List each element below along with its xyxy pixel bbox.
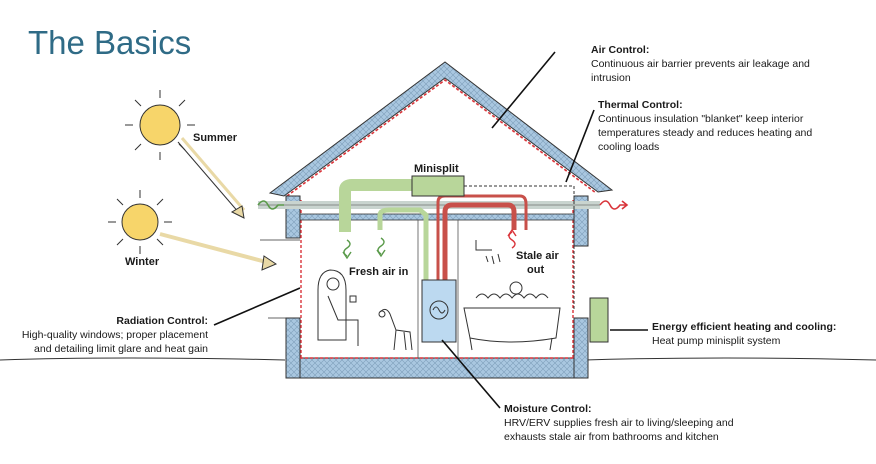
- duct-fresh: [339, 179, 414, 232]
- bathtub-illustration: [463, 240, 561, 351]
- minisplit-unit: [411, 175, 465, 197]
- stale-air-label-1: Stale air: [516, 250, 559, 262]
- radiation-control-heading: Radiation Control:: [116, 315, 208, 327]
- roof-insulation: [268, 61, 614, 197]
- moisture-control-pointer: [441, 339, 501, 409]
- page-title: The Basics: [28, 24, 192, 61]
- moisture-control-heading: Moisture Control:: [504, 403, 592, 415]
- winter-sun-icon: [108, 190, 172, 254]
- thermal-control-heading: Thermal Control:: [598, 99, 683, 111]
- moisture-control-body: HRV/ERV supplies fresh air to living/sle…: [504, 417, 734, 443]
- energy-callout: Energy efficient heating and cooling: He…: [652, 320, 872, 348]
- thermal-control-body: Continuous insulation "blanket" keep int…: [598, 113, 813, 153]
- air-control-body: Continuous air barrier prevents air leak…: [591, 58, 810, 84]
- left-wall-lower: [285, 317, 301, 379]
- person-chair-illustration: [317, 269, 359, 346]
- right-wall-lower: [573, 317, 589, 379]
- radiation-control-callout: Radiation Control: High-quality windows;…: [8, 314, 208, 356]
- heat-pump-unit: [589, 297, 609, 343]
- energy-heading: Energy efficient heating and cooling:: [652, 321, 837, 333]
- thermal-control-callout: Thermal Control: Continuous insulation "…: [598, 98, 838, 154]
- winter-label: Winter: [125, 256, 160, 268]
- summer-sun-icon: [125, 90, 195, 160]
- fresh-air-label: Fresh air in: [349, 266, 409, 278]
- summer-label: Summer: [193, 132, 238, 144]
- air-control-callout: Air Control: Continuous air barrier prev…: [591, 43, 836, 85]
- air-control-pointer: [491, 51, 556, 129]
- dog-illustration: [378, 308, 413, 351]
- floor-slab: [299, 357, 575, 379]
- roof-air-barrier: [286, 79, 597, 197]
- radiation-control-pointer: [213, 287, 301, 326]
- energy-body: Heat pump minisplit system: [652, 335, 781, 347]
- moisture-control-callout: Moisture Control: HRV/ERV supplies fresh…: [504, 402, 764, 444]
- air-control-heading: Air Control:: [591, 44, 650, 56]
- minisplit-label: Minisplit: [414, 163, 459, 175]
- duct-stale: [442, 202, 517, 280]
- ground-line: [0, 357, 876, 361]
- thermal-control-pointer: [565, 109, 595, 183]
- stale-air-label-2: out: [527, 264, 545, 276]
- radiation-control-body: High-quality windows; proper placement a…: [21, 329, 208, 355]
